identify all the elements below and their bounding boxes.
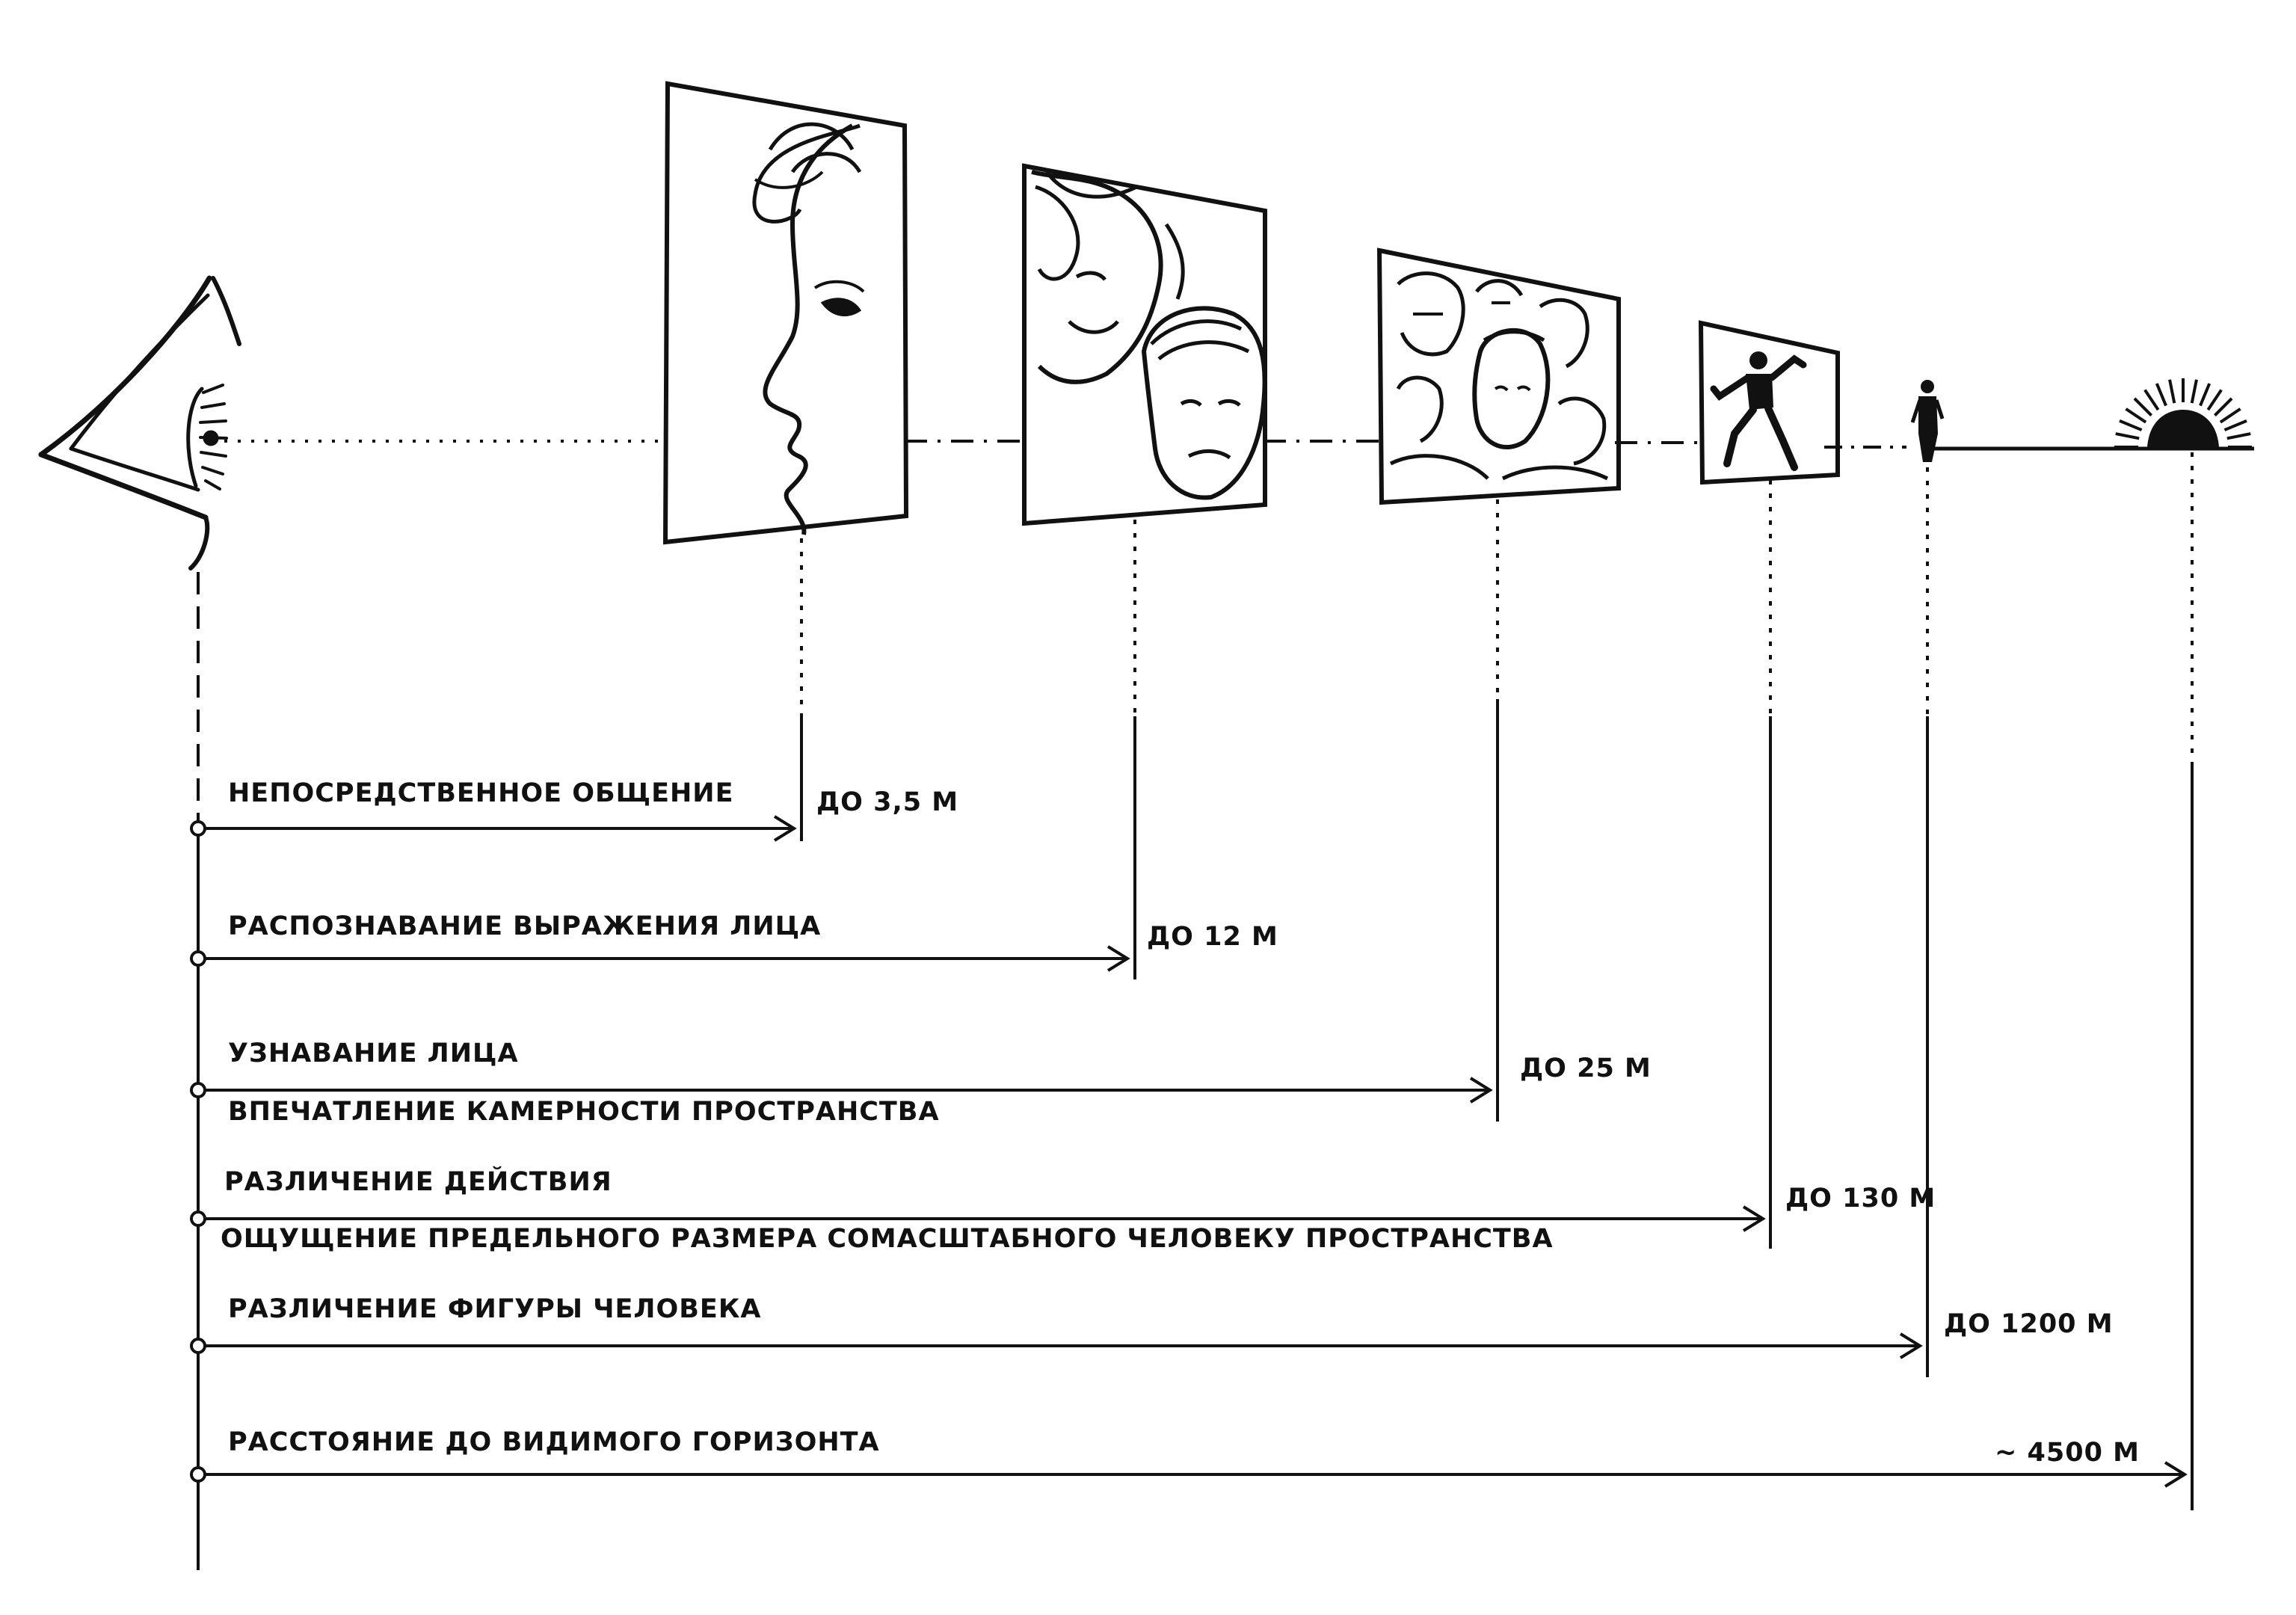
eye-icon — [38, 275, 241, 570]
sun-ray — [2125, 407, 2147, 424]
arrow-head-icon — [1899, 1332, 1923, 1359]
range-row: РАССТОЯНИЕ ДО ВИДИМОГО ГОРИЗОНТА ~ 4500 М — [190, 1427, 2188, 1488]
range-distance: ДО 25 М — [1520, 1053, 1652, 1083]
sun-ray — [2226, 432, 2251, 440]
sun-rays — [2114, 378, 2252, 449]
sun-ray — [2206, 389, 2223, 411]
range-label: РАЗЛИЧЕНИЕ ДЕЙСТВИЯ — [224, 1166, 612, 1197]
sight-line — [224, 440, 2254, 451]
origin-circle-icon — [190, 1082, 206, 1098]
range-list: НЕПОСРЕДСТВЕННОЕ ОБЩЕНИЕ ДО 3,5 М РАСПОЗНА… — [190, 778, 2188, 1488]
sun-ray — [2214, 397, 2233, 416]
sun-ray — [2223, 419, 2247, 431]
origin-circle-icon — [190, 950, 206, 967]
range-label: РАСПОЗНАВАНИЕ ВЫРАЖЕНИЯ ЛИЦА — [228, 911, 821, 941]
range-distance: ДО 1200 М — [1944, 1309, 2114, 1339]
sun-ray — [2133, 397, 2152, 416]
origin-circle-icon — [190, 1211, 206, 1227]
range-row: РАЗЛИЧЕНИЕ ФИГУРЫ ЧЕЛОВЕКА ДО 1200 М — [190, 1294, 2114, 1359]
range-label: ВПЕЧАТЛЕНИЕ КАМЕРНОСТИ ПРОСТРАНСТВА — [228, 1097, 940, 1127]
crowd-faces-icon — [1376, 247, 1621, 505]
horizon-sun-icon — [2114, 378, 2252, 449]
range-label: РАССТОЯНИЕ ДО ВИДИМОГО ГОРИЗОНТА — [228, 1427, 880, 1457]
range-label: НЕПОСРЕДСТВЕННОЕ ОБЩЕНИЕ — [228, 778, 733, 808]
sun-ray — [2115, 432, 2140, 440]
two-faces-icon — [1022, 163, 1267, 526]
range-label: ОЩУЩЕНИЕ ПРЕДЕЛЬНОГО РАЗМЕРА СОМАСШТАБНО… — [221, 1224, 1554, 1254]
face-closeup-icon — [662, 81, 909, 545]
origin-circle-icon — [190, 1466, 206, 1483]
range-row: РАЗЛИЧЕНИЕ ДЕЙСТВИЯ ОЩУЩЕНИЕ ПРЕДЕЛЬНОГО … — [190, 1166, 1936, 1254]
standing-person-icon — [1910, 380, 1945, 462]
range-label: УЗНАВАНИЕ ЛИЦА — [228, 1039, 519, 1068]
origin-circle-icon — [190, 820, 206, 837]
range-distance: ДО 130 М — [1785, 1184, 1936, 1213]
sun-ray — [2143, 389, 2160, 411]
arrow-head-icon — [2164, 1461, 2188, 1488]
arrow-head-icon — [1107, 945, 1130, 972]
origin-circle-icon — [190, 1338, 206, 1354]
leader-lines — [800, 452, 2194, 1510]
sun-ray — [2168, 379, 2176, 404]
sun-ray — [2155, 383, 2167, 407]
sun-ray — [2219, 407, 2241, 424]
arrow-head-icon — [773, 815, 797, 842]
range-label: РАЗЛИЧЕНИЕ ФИГУРЫ ЧЕЛОВЕКА — [228, 1294, 762, 1324]
arrow-head-icon — [1469, 1077, 1493, 1104]
arrow-head-icon — [1742, 1205, 1766, 1232]
sun-ray — [2119, 419, 2143, 431]
range-distance: ~ 4500 М — [1995, 1438, 2140, 1468]
range-row: НЕПОСРЕДСТВЕННОЕ ОБЩЕНИЕ ДО 3,5 М — [190, 778, 958, 842]
range-row: РАСПОЗНАВАНИЕ ВЫРАЖЕНИЯ ЛИЦА ДО 12 М — [190, 911, 1278, 972]
range-distance: ДО 12 М — [1147, 922, 1278, 952]
dancing-figure-icon — [1698, 320, 1840, 485]
sun-ray — [2199, 383, 2212, 407]
sun-ray — [2190, 379, 2198, 404]
range-row: УЗНАВАНИЕ ЛИЦА ВПЕЧАТЛЕНИЕ КАМЕРНОСТИ ПРО… — [190, 1039, 1652, 1127]
range-distance: ДО 3,5 М — [816, 787, 958, 817]
